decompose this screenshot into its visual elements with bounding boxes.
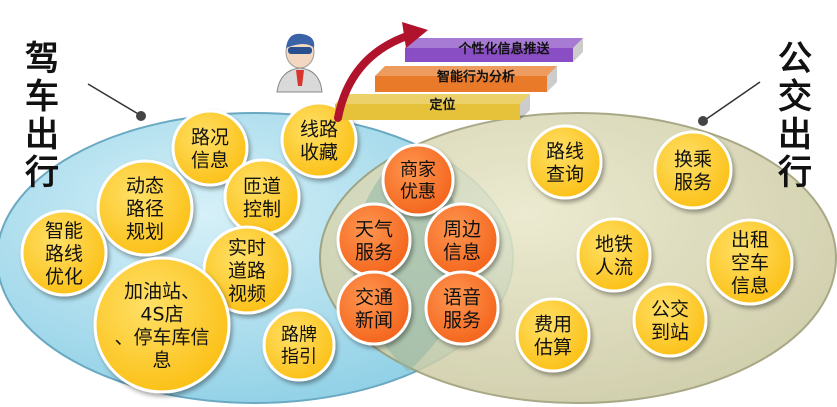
shared-item-bubble: 天气服务 [336,202,412,278]
bubble-label-line: 信息 [191,149,229,171]
bubble-label-line: 加油站、 [124,280,200,302]
bus-item-bubble: 公交到站 [632,282,708,358]
bubble-label-line: 出租 [731,229,769,251]
svg-text:匝道控制: 匝道控制 [243,175,281,220]
bubble-label-line: 商家 [400,159,436,180]
shared-item-bubble: 周边信息 [424,202,500,278]
bubble-label-line: 空车 [731,252,769,274]
bus-item-bubble: 路线查询 [527,124,603,200]
bus-item-bubble: 出租空车信息 [706,218,794,306]
svg-text:线路收藏: 线路收藏 [300,118,338,163]
svg-text:加油站、4S店、停车库信息: 加油站、4S店、停车库信息 [114,280,209,371]
bubble-label-line: 人流 [595,256,633,278]
bubble-label-line: 服务 [355,241,393,263]
bubble-label-line: 到站 [651,321,689,343]
drive-item-bubble: 匝道控制 [223,158,301,236]
svg-text:路线查询: 路线查询 [546,140,584,185]
bubble-label-line: 公交 [651,298,689,320]
svg-text:地铁人流: 地铁人流 [595,233,633,278]
svg-text:出租空车信息: 出租空车信息 [731,229,769,297]
step-slab: 定位 [335,94,530,120]
svg-text:换乘服务: 换乘服务 [674,148,712,193]
bubble-label-line: 优化 [45,266,83,288]
shared-item-bubble: 商家优惠 [381,143,455,217]
bubble-label-line: 路牌 [281,324,317,345]
drive-item-bubble: 实时道路视频 [202,225,292,315]
drive-item-bubble: 路牌指引 [262,308,336,382]
step-label: 个性化信息推送 [457,41,550,57]
bubble-label-line: 智能 [45,220,83,242]
bus-item-bubble: 换乘服务 [653,130,733,210]
person-icon [276,33,323,93]
bubble-label-line: 收藏 [300,141,338,163]
drive-item-bubble: 路况信息 [171,109,249,187]
bus-item-bubble: 费用估算 [515,297,591,373]
drive-item-bubble: 智能路线优化 [20,209,108,297]
bubble-label-line: 路径 [126,198,164,220]
bubble-label-line: 控制 [243,198,281,220]
bubble-label-line: 周边 [443,218,481,240]
bubble-label-line: 地铁 [595,233,633,255]
shared-item-bubble: 交通新闻 [336,270,412,346]
bubble-label-line: 优惠 [400,181,436,202]
bubble-label-line: 估算 [534,336,572,358]
bubble-label-line: 交通 [355,286,393,308]
shared-item-bubble: 语音服务 [424,270,500,346]
step-slab: 个性化信息推送 [405,38,583,62]
svg-text:费用估算: 费用估算 [534,313,572,358]
bubble-label-line: 新闻 [355,309,393,331]
bubble-label-line: 天气 [355,218,393,240]
svg-text:动态路径规划: 动态路径规划 [126,175,164,243]
svg-text:天气服务: 天气服务 [355,218,393,263]
bubble-label-line: 规划 [126,221,164,243]
step-label: 智能行为分析 [437,69,515,85]
bubble-label-line: 费用 [534,313,572,335]
bubble-label-line: 视频 [228,283,266,305]
bubble-label-line: 实时 [228,237,266,259]
curved-arrow-icon [334,22,428,122]
bubble-label-line: 信息 [731,275,769,297]
svg-text:商家优惠: 商家优惠 [400,159,436,202]
bubble-label-line: 4S店 [140,303,183,325]
bus-item-bubble: 地铁人流 [576,217,652,293]
left-pointer-line [87,83,141,116]
right-pointer-line [704,81,761,121]
bubble-label-line: 查询 [546,163,584,185]
svg-text:路牌指引: 路牌指引 [281,324,317,367]
bubble-label-line: 息 [152,349,171,371]
drive-item-bubble: 加油站、4S店、停车库信息 [93,256,231,394]
bubble-label-line: 语音 [443,286,481,308]
svg-text:路况信息: 路况信息 [191,126,229,171]
drive-item-bubble: 动态路径规划 [96,159,194,257]
bubble-label-line: 路线 [546,140,584,162]
svg-text:智能路线优化: 智能路线优化 [45,220,83,288]
step-label: 定位 [428,97,455,113]
svg-text:周边信息: 周边信息 [443,218,481,263]
bubble-label-line: 线路 [300,118,338,140]
bubble-label-line: 信息 [443,241,481,263]
bubble-label-line: 动态 [126,175,164,197]
bubble-label-line: 匝道 [243,175,281,197]
bubble-label-line: 、停车库信 [114,326,209,348]
bubble-label-line: 指引 [281,346,317,367]
right-pointer-dot [698,116,708,126]
bubble-label-line: 服务 [674,171,712,193]
svg-text:交通新闻: 交通新闻 [355,286,393,331]
bubble-label-line: 路况 [191,126,229,148]
bubble-label-line: 道路 [228,260,266,282]
right-title: 公交出行 [778,39,812,193]
step-slab: 智能行为分析 [375,66,557,92]
left-title: 驾车出行 [25,39,59,193]
svg-text:公交到站: 公交到站 [651,298,689,343]
bubble-label-line: 服务 [443,309,481,331]
bubble-label-line: 路线 [45,243,83,265]
bubble-label-line: 换乘 [674,148,712,170]
left-pointer-dot [136,111,146,121]
svg-text:语音服务: 语音服务 [443,286,481,331]
svg-text:实时道路视频: 实时道路视频 [228,237,266,305]
